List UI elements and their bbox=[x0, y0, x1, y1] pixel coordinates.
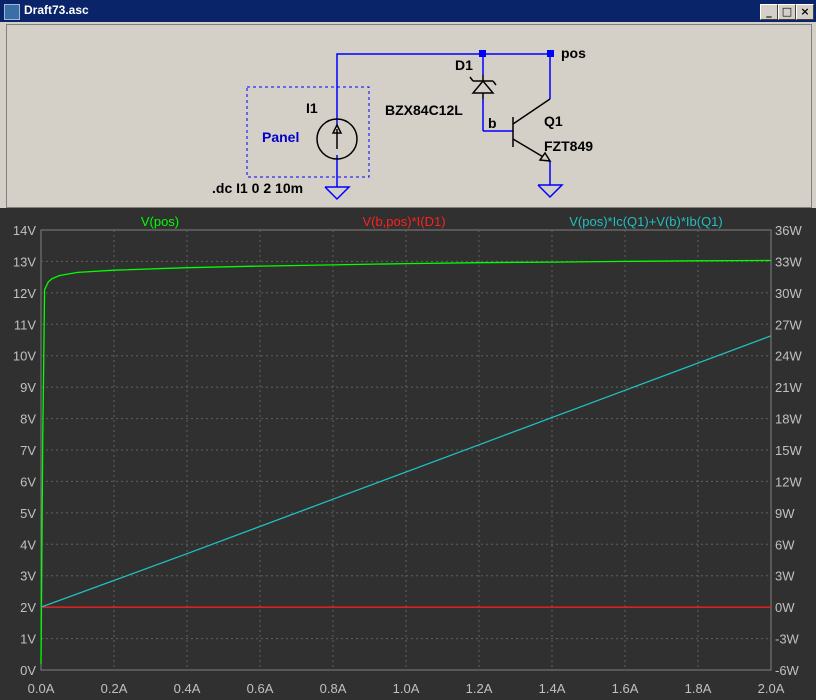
left-tick-label: 10V bbox=[13, 349, 36, 364]
ground-icon bbox=[324, 186, 351, 201]
right-tick-label: 27W bbox=[775, 317, 802, 332]
current-source-i1[interactable] bbox=[316, 118, 358, 160]
right-tick-label: 15W bbox=[775, 443, 802, 458]
x-axis-ticks: 0.0A 0.2A 0.4A 0.6A 0.8A 1.0A 1.2A 1.4A 1.6A 1.8A… bbox=[28, 681, 785, 696]
x-tick-label: 0.2A bbox=[101, 681, 128, 696]
right-tick-label: 21W bbox=[775, 380, 802, 395]
right-tick-label: 18W bbox=[775, 412, 802, 427]
d1-ref-label: D1 bbox=[455, 57, 473, 73]
junction-dot bbox=[479, 50, 486, 57]
right-tick-label: 36W bbox=[775, 223, 802, 238]
left-tick-label: 4V bbox=[20, 537, 36, 552]
close-button[interactable]: × bbox=[796, 4, 814, 20]
left-tick-label: 2V bbox=[20, 600, 36, 615]
net-label-pos: pos bbox=[561, 45, 586, 61]
right-tick-label: 12W bbox=[775, 474, 802, 489]
schematic-canvas: pos D1 BZX84C12L I1 Panel b Q1 FZT849 .d… bbox=[212, 45, 593, 201]
left-tick-label: 12V bbox=[13, 286, 36, 301]
sim-directive[interactable]: .dc I1 0 2 10m bbox=[212, 180, 303, 196]
right-axis-ticks: -6W -3W 0W 3W 6W 9W 12W 15W 18W 21W 24W 27W 30W 33W 36… bbox=[775, 223, 802, 678]
trace-legend: V(pos) V(b,pos)*I(D1) V(pos)*Ic(Q1)+V(b)*I… bbox=[141, 214, 723, 229]
left-tick-label: 11V bbox=[14, 317, 36, 332]
schematic-pane[interactable]: pos D1 BZX84C12L I1 Panel b Q1 FZT849 .d… bbox=[6, 24, 812, 208]
net-label-b: b bbox=[488, 115, 497, 131]
right-tick-label: 0W bbox=[775, 600, 795, 615]
left-tick-label: 3V bbox=[20, 569, 36, 584]
right-tick-label: 30W bbox=[775, 286, 802, 301]
net-label-pos-port bbox=[547, 50, 554, 57]
right-tick-label: 33W bbox=[775, 254, 802, 269]
x-tick-label: 0.8A bbox=[320, 681, 347, 696]
right-tick-label: 24W bbox=[775, 349, 802, 364]
ground-icon bbox=[537, 184, 564, 199]
traces bbox=[40, 259, 772, 664]
legend-label: V(pos) bbox=[141, 214, 179, 229]
x-tick-label: 1.2A bbox=[466, 681, 493, 696]
left-tick-label: 7V bbox=[20, 443, 36, 458]
x-tick-label: 0.4A bbox=[174, 681, 201, 696]
left-tick-label: 9V bbox=[20, 380, 36, 395]
window-title: Draft73.asc bbox=[24, 3, 89, 17]
x-tick-label: 0.0A bbox=[28, 681, 55, 696]
right-tick-label: 3W bbox=[775, 569, 795, 584]
zener-diode-d1[interactable] bbox=[469, 75, 497, 99]
left-tick-label: 8V bbox=[20, 412, 36, 427]
i1-value-label: Panel bbox=[262, 129, 299, 145]
left-tick-label: 13V bbox=[13, 254, 36, 269]
legend-label: V(b,pos)*I(D1) bbox=[362, 214, 445, 229]
left-tick-label: 5V bbox=[20, 506, 36, 521]
document-icon bbox=[4, 4, 20, 20]
left-tick-label: 14V bbox=[13, 223, 36, 238]
right-tick-label: 6W bbox=[775, 537, 795, 552]
x-tick-label: 1.4A bbox=[539, 681, 566, 696]
right-tick-label: -6W bbox=[775, 663, 800, 678]
trace-v-pos- bbox=[40, 259, 772, 664]
q1-part-label: FZT849 bbox=[544, 138, 593, 154]
left-axis-ticks: 0V 1V 2V 3V 4V 5V 6V 7V 8V 9V 10V 11V 12V 13V 14V bbox=[13, 223, 36, 678]
x-tick-label: 0.6A bbox=[247, 681, 274, 696]
x-tick-label: 1.8A bbox=[685, 681, 712, 696]
left-tick-label: 0V bbox=[20, 663, 36, 678]
x-tick-label: 1.6A bbox=[612, 681, 639, 696]
trace-v-pos-ic-q1-v-b-ib-q1- bbox=[40, 335, 772, 608]
minimize-button[interactable]: _ bbox=[760, 4, 778, 20]
q1-ref-label: Q1 bbox=[544, 113, 563, 129]
x-tick-label: 1.0A bbox=[393, 681, 420, 696]
npn-transistor-q1[interactable] bbox=[512, 98, 552, 162]
panel-block-box bbox=[246, 86, 370, 178]
x-tick-label: 2.0A bbox=[758, 681, 785, 696]
left-tick-label: 6V bbox=[20, 474, 36, 489]
d1-part-label: BZX84C12L bbox=[385, 102, 463, 118]
right-tick-label: -3W bbox=[775, 632, 800, 647]
right-tick-label: 9W bbox=[775, 506, 795, 521]
grid-lines bbox=[40, 229, 772, 671]
maximize-button[interactable]: □ bbox=[778, 4, 796, 20]
i1-ref-label: I1 bbox=[306, 100, 318, 116]
legend-label: V(pos)*Ic(Q1)+V(b)*Ib(Q1) bbox=[569, 214, 723, 229]
window-titlebar: Draft73.asc _ □ × bbox=[0, 0, 816, 22]
left-tick-label: 1V bbox=[20, 632, 36, 647]
